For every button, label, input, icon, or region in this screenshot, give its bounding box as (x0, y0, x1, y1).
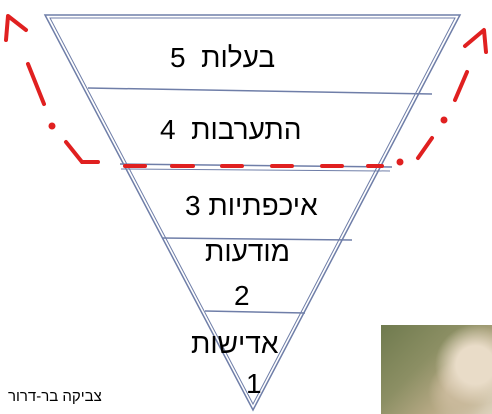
level-3-number: 3 (185, 190, 201, 221)
level-3-name: איכפתיות (208, 190, 317, 221)
left-boundary-corner (66, 142, 98, 162)
level-5-name: בעלות (201, 42, 275, 73)
right-boundary-dash-2 (455, 72, 467, 100)
right-boundary-dot (443, 119, 446, 122)
right-arrow-head (465, 30, 486, 52)
level-4-label: התערבות 4 (160, 114, 301, 146)
level-5-number: 5 (170, 42, 186, 73)
level-1-name: אדישות (191, 328, 278, 360)
level-4-name: התערבות (191, 114, 301, 145)
level-3-label: איכפתיות 3 (185, 190, 318, 222)
level-1-number: 1 (246, 368, 262, 400)
level-2-name: מודעות (205, 236, 290, 268)
left-boundary-dot (51, 125, 54, 128)
author-credit: צביקה בר-דרור (8, 388, 102, 405)
right-boundary-dot-low (399, 161, 402, 164)
level-2-number: 2 (234, 280, 250, 312)
level-4-number: 4 (160, 114, 176, 145)
right-boundary-dash-1 (418, 138, 432, 158)
left-arrow-head (6, 16, 26, 40)
left-boundary-dash (28, 64, 44, 104)
corner-photo (381, 325, 492, 414)
level-5-label: בעלות 5 (170, 42, 275, 74)
